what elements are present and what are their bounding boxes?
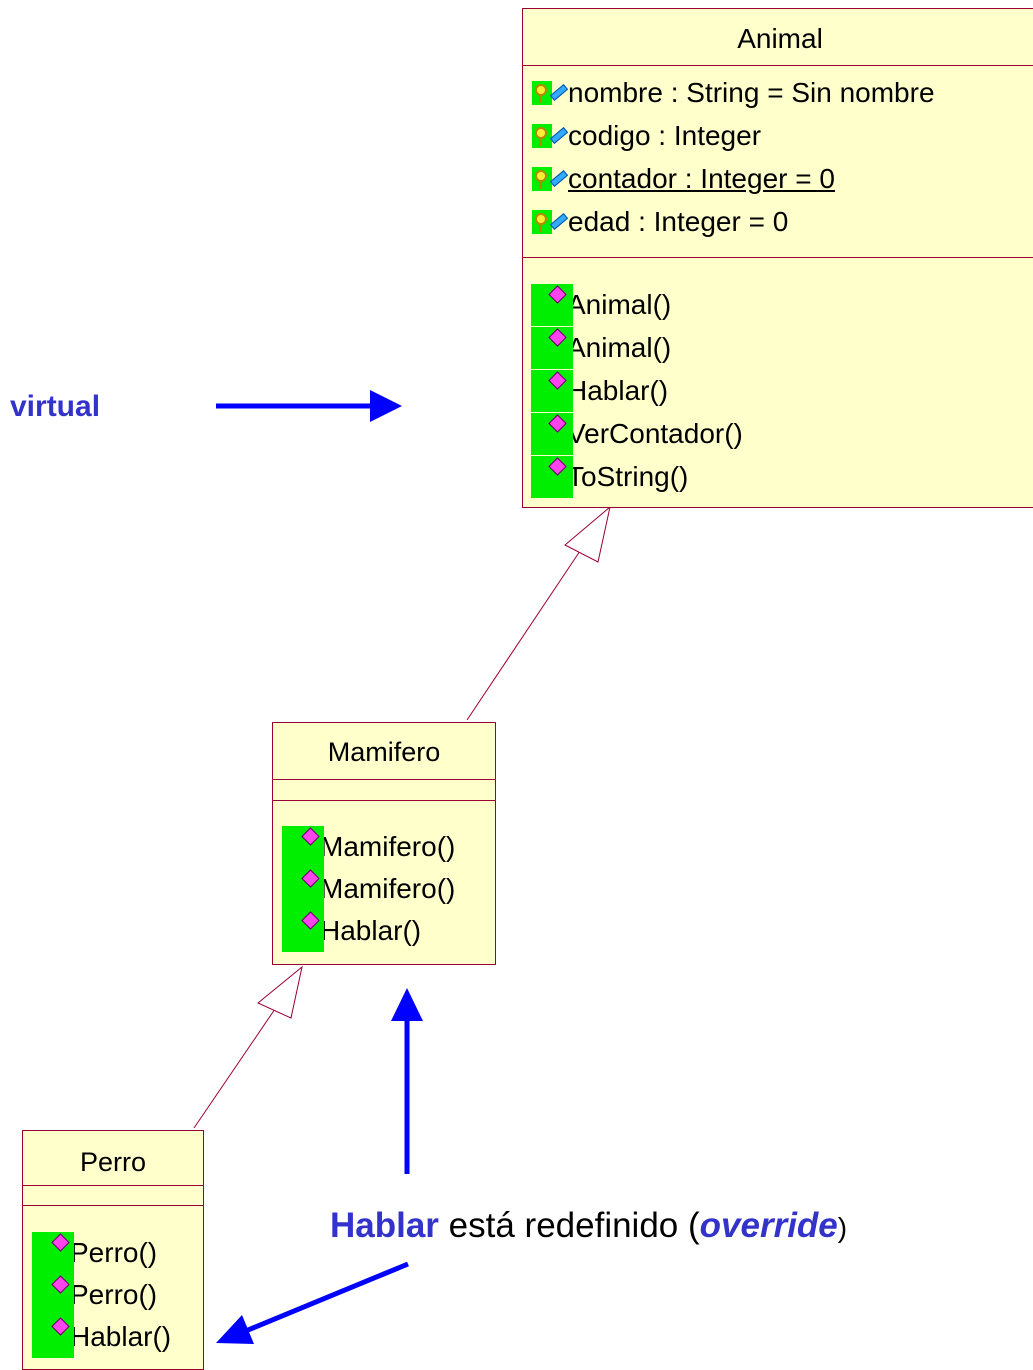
method-row[interactable]: Hablar(): [523, 370, 669, 412]
override-keyword: override: [699, 1206, 838, 1245]
method-text: Perro(): [70, 1237, 158, 1268]
attribute-row[interactable]: nombre : String = Sin nombre: [523, 73, 935, 113]
override-text: está redefinido (: [438, 1206, 700, 1245]
method-text: Mamifero(): [320, 831, 456, 862]
method-row[interactable]: Hablar(): [273, 910, 422, 952]
attribute-key-icon: [532, 81, 572, 105]
method-icon: [282, 868, 324, 910]
method-row[interactable]: Mamifero(): [273, 826, 456, 868]
override-method-name: Hablar: [330, 1206, 439, 1245]
generalization-line-perro-mamifero: [193, 1008, 276, 1129]
method-text: Animal(): [567, 332, 672, 363]
attribute-row[interactable]: edad : Integer = 0: [523, 202, 788, 242]
method-row[interactable]: VerContador(): [523, 413, 743, 455]
attribute-row-static[interactable]: contador : Integer = 0: [523, 159, 835, 199]
class-perro-name: Perro: [23, 1131, 203, 1186]
class-mamifero[interactable]: Mamifero Mamifero() Mamifero() Hablar(): [272, 722, 496, 965]
method-text: Hablar(): [70, 1321, 172, 1352]
method-icon: [531, 284, 573, 326]
method-icon: [531, 456, 573, 498]
attribute-row[interactable]: codigo : Integer: [523, 116, 761, 156]
method-text: Mamifero(): [320, 873, 456, 904]
attribute-key-icon: [532, 210, 572, 234]
method-row[interactable]: Perro(): [23, 1274, 158, 1316]
generalization-line-mamifero-animal: [466, 550, 581, 721]
method-icon: [32, 1274, 74, 1316]
virtual-arrow-head: [370, 390, 402, 422]
attribute-text: codigo : Integer: [568, 120, 762, 151]
method-icon: [282, 910, 324, 952]
class-animal-separator: [523, 257, 1033, 258]
method-icon: [531, 370, 573, 412]
generalization-head-animal: [564, 505, 611, 563]
class-animal[interactable]: Animal nombre : String = Sin nombre codi…: [522, 8, 1033, 508]
method-row[interactable]: Hablar(): [23, 1316, 172, 1358]
attribute-key-icon: [532, 124, 572, 148]
class-mamifero-name: Mamifero: [273, 723, 495, 780]
method-text: ToString(): [567, 461, 689, 492]
up-arrow-head: [391, 988, 423, 1021]
method-icon: [32, 1316, 74, 1358]
method-row[interactable]: Animal(): [523, 284, 672, 326]
attribute-text: edad : Integer = 0: [568, 206, 789, 237]
method-row[interactable]: Animal(): [523, 327, 672, 369]
class-animal-name: Animal: [523, 9, 1033, 66]
diagonal-arrow-head: [216, 1315, 254, 1344]
class-perro-separator: [23, 1205, 203, 1206]
method-icon: [32, 1232, 74, 1274]
override-close: ): [837, 1212, 848, 1243]
diagonal-arrow-line: [247, 1261, 409, 1333]
attribute-text: nombre : String = Sin nombre: [568, 77, 935, 108]
attribute-text-static: contador : Integer = 0: [568, 163, 835, 194]
method-text: Animal(): [567, 289, 672, 320]
method-row[interactable]: ToString(): [523, 456, 689, 498]
method-icon: [531, 413, 573, 455]
virtual-label: virtual: [10, 390, 101, 423]
method-text: VerContador(): [567, 418, 743, 449]
override-annotation: Hablar está redefinido (override): [330, 1206, 847, 1246]
method-text: Perro(): [70, 1279, 158, 1310]
class-mamifero-separator: [273, 800, 495, 801]
method-text: Hablar(): [567, 375, 669, 406]
class-perro[interactable]: Perro Perro() Perro() Hablar(): [22, 1130, 204, 1370]
attribute-key-icon: [532, 167, 572, 191]
method-row[interactable]: Perro(): [23, 1232, 158, 1274]
generalization-head-mamifero: [257, 965, 303, 1019]
method-icon: [531, 327, 573, 369]
method-icon: [282, 826, 324, 868]
method-row[interactable]: Mamifero(): [273, 868, 456, 910]
method-text: Hablar(): [320, 915, 422, 946]
